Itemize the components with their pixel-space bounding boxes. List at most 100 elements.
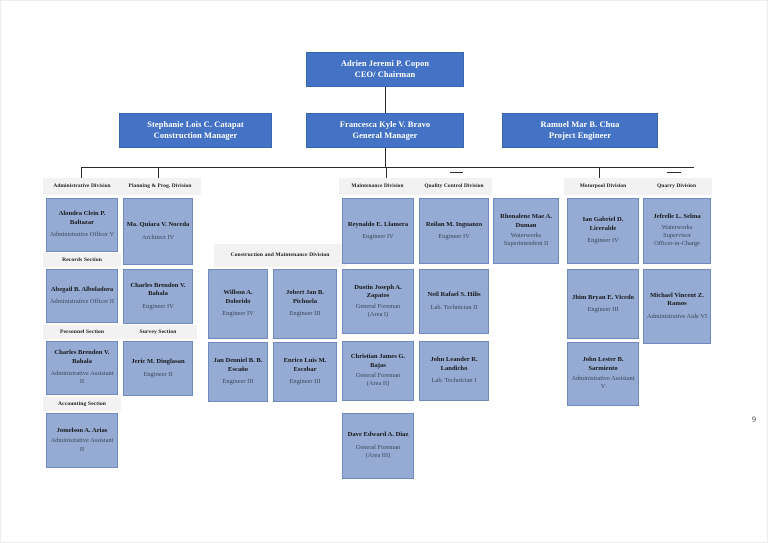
- division-label-construction-maintenance: Construction and Maintenance Division: [214, 244, 346, 267]
- node-title: Engineer III: [289, 378, 321, 386]
- division-label-maintenance: Maintenance Division: [339, 178, 416, 195]
- node-name: Jhim Bryan E. Vicedo: [572, 293, 634, 301]
- node-name: Jan Denniel B. B. Escaño: [213, 357, 263, 373]
- node-name: Michael Vincent Z. Ramos: [650, 291, 704, 308]
- node-name: Charles Brendon V. Bahala: [130, 281, 186, 298]
- node-administrative-officer-ii[interactable]: Abegail B. Alboladora Administrative Off…: [46, 269, 118, 323]
- node-title: Administrative Aide VI: [646, 312, 708, 320]
- node-lab-technician-i[interactable]: John Leander R. Landicho Lab. Technician…: [419, 341, 489, 401]
- node-motorpool-engineer-iii[interactable]: Jhim Bryan E. Vicedo Engineer III: [567, 269, 639, 339]
- node-ceo-title: CEO/ Chairman: [354, 69, 416, 79]
- node-title: Engineer IV: [587, 237, 619, 245]
- division-label-administrative: Administrative Division: [43, 178, 121, 195]
- node-title: Lab. Technician II: [430, 303, 478, 311]
- node-construction-engineer-iii-b[interactable]: Jobert Jan B. Pichuela Engineer III: [273, 269, 337, 339]
- node-general-foreman-area-1[interactable]: Dustin Joseph A. Zapatos General Foreman…: [342, 269, 414, 334]
- node-general-manager[interactable]: Francesca Kyle V. Bravo General Manager: [306, 113, 464, 148]
- node-title: Lab. Technician I: [431, 377, 477, 385]
- node-title: Engineer II: [143, 370, 173, 378]
- node-title: General Foreman (Area I): [355, 302, 401, 318]
- node-name: Jomelson A. Arias: [56, 426, 108, 434]
- node-waterworks-superintendent-ii[interactable]: Rhonalene Mae A. Duman Waterworks Superi…: [493, 198, 559, 264]
- connector-division-bus: [81, 167, 694, 168]
- node-title: Engineer III: [587, 306, 619, 314]
- connector-ceo-to-gm: [385, 87, 386, 113]
- node-name: Jefrelle L. Selma: [653, 213, 701, 221]
- connector-stub-quality-control: [450, 172, 463, 173]
- node-name: Dave Edward A. Diaz: [347, 431, 409, 439]
- node-motorpool-engineer-iv[interactable]: Ian Gabriel D. Liceralde Engineer IV: [567, 198, 639, 264]
- node-general-manager-title: General Manager: [352, 130, 418, 140]
- node-construction-engineer-iii-a[interactable]: Jan Denniel B. B. Escaño Engineer III: [208, 342, 268, 402]
- node-administrative-assistant-ii-a[interactable]: Charles Brendon V. Bahala Administrative…: [46, 341, 118, 395]
- node-title: Architect IV: [141, 233, 175, 241]
- connector-drop-administrative: [81, 167, 82, 179]
- node-name: Reynaldo E. Llamera: [347, 220, 409, 228]
- node-construction-manager-title: Construction Manager: [153, 130, 238, 140]
- node-general-foreman-area-2[interactable]: Christian James G. Bajas General Foreman…: [342, 341, 414, 401]
- node-administrative-officer-v[interactable]: Alondra Clein P. Baltazar Administrative…: [46, 198, 118, 252]
- connector-drop-maintenance: [386, 167, 387, 179]
- division-label-quality-control: Quality Control Division: [416, 178, 492, 195]
- node-title: Waterworks Supervisor Officer-in-Charge: [654, 223, 700, 248]
- node-project-engineer-title: Project Engineer: [548, 130, 612, 140]
- node-planning-engineer-iv[interactable]: Charles Brendon V. Bahala Engineer IV: [123, 269, 193, 324]
- node-name: Alondra Clein P. Baltazar: [58, 210, 106, 226]
- connector-stub-quarry: [667, 172, 681, 173]
- node-title: Engineer IV: [222, 310, 254, 318]
- section-label-survey: Survey Section: [119, 325, 197, 339]
- node-motorpool-administrative-assistant-v[interactable]: John Lester B. Sarmiento Administrative …: [567, 342, 639, 406]
- node-construction-engineer-iv[interactable]: Willson A. Dolorido Engineer IV: [208, 269, 268, 339]
- node-name: Jeric M. Dinglasan: [131, 358, 185, 366]
- node-title: Administrative Officer V: [49, 231, 115, 239]
- node-name: Roilan M. Inguanzo: [425, 220, 483, 228]
- division-label-planning: Planning & Prog. Division: [119, 178, 201, 195]
- node-administrative-aide-vi[interactable]: Michael Vincent Z. Ramos Administrative …: [643, 269, 711, 344]
- node-title: General Foreman (Area III): [355, 443, 401, 460]
- node-name: Ian Gabriel D. Liceralde: [582, 216, 624, 232]
- connector-drop-planning: [158, 167, 159, 179]
- node-title: Engineer IV: [142, 302, 174, 310]
- node-name: Charles Brendon V. Bahala: [54, 349, 110, 365]
- node-ceo-name: Adrien Jeremi P. Copon: [340, 58, 430, 68]
- node-name: John Leander R. Landicho: [430, 356, 478, 372]
- connector-drop-motorpool: [599, 167, 600, 179]
- node-maintenance-engineer-iv[interactable]: Reynaldo E. Llamera Engineer IV: [342, 198, 414, 264]
- node-administrative-assistant-ii-b[interactable]: Jomelson A. Arias Administrative Assista…: [46, 413, 118, 468]
- node-architect-iv[interactable]: Ma. Quiara V. Noceda Architect IV: [123, 198, 193, 265]
- division-label-motorpool: Motorpool Division: [564, 178, 642, 195]
- node-planning-engineer-ii[interactable]: Jeric M. Dinglasan Engineer II: [123, 341, 193, 396]
- node-general-manager-name: Francesca Kyle V. Bravo: [339, 119, 431, 129]
- node-title: Engineer IV: [362, 233, 394, 241]
- connector-gm-down: [385, 148, 386, 168]
- node-project-engineer-name: Ramuel Mar B. Chua: [540, 119, 620, 129]
- node-ceo[interactable]: Adrien Jeremi P. Copon CEO/ Chairman: [306, 52, 464, 87]
- node-name: Willson A. Dolorido: [223, 289, 253, 305]
- node-title: Administrative Assistant V: [571, 375, 635, 391]
- node-name: Christian James G. Bajas: [350, 353, 406, 369]
- section-label-personnel: Personnel Section: [43, 325, 121, 339]
- node-name: John Lester B. Sarmiento: [582, 356, 624, 372]
- node-construction-engineer-iii-c[interactable]: Enrico Luis M. Escobar Engineer III: [273, 342, 337, 402]
- node-title: Waterworks Superintendent II: [503, 232, 549, 248]
- node-title: General Foreman (Area II): [355, 372, 401, 388]
- node-qc-engineer-iv[interactable]: Roilan M. Inguanzo Engineer IV: [419, 198, 489, 264]
- node-name: Rhonalene Mae A. Duman: [500, 213, 552, 229]
- node-name: Jobert Jan B. Pichuela: [286, 289, 324, 305]
- node-lab-technician-ii[interactable]: Neil Rafael S. Hilis Lab. Technician II: [419, 269, 489, 334]
- node-title: Administrative Assistant II: [50, 437, 114, 453]
- node-waterworks-supervisor-oic[interactable]: Jefrelle L. Selma Waterworks Supervisor …: [643, 198, 711, 264]
- node-title: Engineer III: [222, 378, 254, 386]
- node-project-engineer[interactable]: Ramuel Mar B. Chua Project Engineer: [502, 113, 658, 148]
- node-title: Engineer IV: [438, 233, 470, 241]
- section-label-records: Records Section: [43, 253, 121, 267]
- node-name: Ma. Quiara V. Noceda: [126, 221, 190, 229]
- division-label-quarry: Quarry Division: [641, 178, 712, 195]
- section-label-accounting: Accounting Section: [43, 397, 121, 411]
- node-title: Administrative Officer II: [49, 298, 115, 306]
- node-name: Enrico Luis M. Escobar: [283, 357, 327, 373]
- node-construction-manager[interactable]: Stephanie Lois C. Catapat Construction M…: [119, 113, 272, 148]
- node-name: Neil Rafael S. Hilis: [427, 291, 481, 299]
- node-general-foreman-area-3[interactable]: Dave Edward A. Diaz General Foreman (Are…: [342, 413, 414, 479]
